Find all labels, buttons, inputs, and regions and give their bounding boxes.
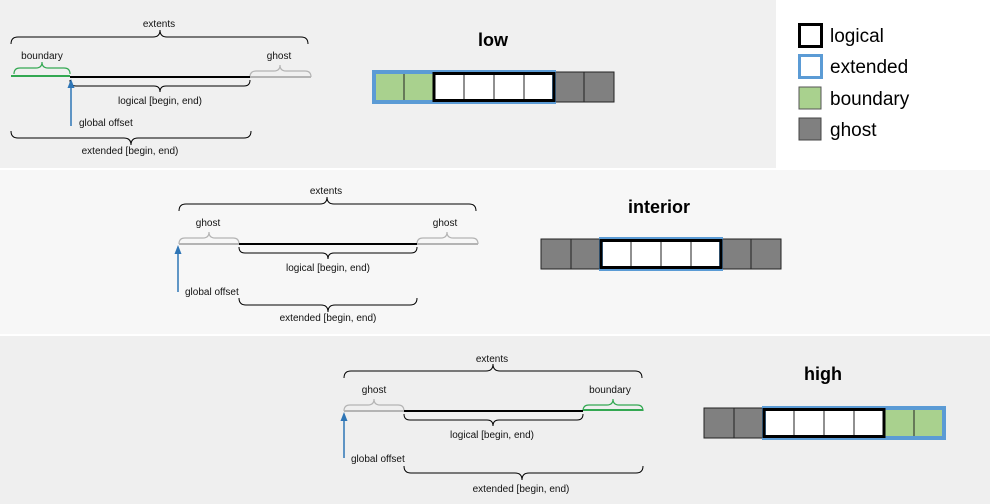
high-title: high (804, 364, 842, 384)
interior-panel: extents ghost ghost logical [begin, end)… (174, 186, 782, 324)
interior-logical-label: logical [begin, end) (286, 263, 370, 274)
low-logical-outline (432, 72, 556, 102)
high-extents-label: extents (476, 354, 508, 365)
low-boundary-brace (13, 61, 71, 75)
high-cell-logical (823, 407, 855, 439)
interior-right-ghost-label: ghost (433, 218, 458, 229)
low-panel: extents boundary ghost logical [begin, e… (10, 19, 615, 157)
high-cell-boundary (883, 407, 915, 439)
low-cell-ghost (583, 71, 615, 103)
interior-global-offset-arrowhead (174, 245, 182, 254)
high-boundary-brace (582, 398, 644, 412)
low-cell-boundary (403, 71, 435, 103)
legend-ghost-label: ghost (830, 120, 877, 141)
high-boundary-label: boundary (589, 385, 631, 396)
interior-cell-logical (600, 238, 632, 270)
low-cell-logical (433, 71, 465, 103)
high-cell-ghost (703, 407, 735, 439)
high-extended-label: extended [begin, end) (473, 484, 570, 495)
high-cell-boundary (913, 407, 945, 439)
low-cell-logical (523, 71, 555, 103)
interior-right-ghost-brace (416, 231, 479, 245)
legend-extended-swatch (798, 54, 823, 79)
interior-cell-logical (660, 238, 692, 270)
low-logical-brace (69, 79, 251, 93)
low-logical-label: logical [begin, end) (118, 96, 202, 107)
low-boundary-label: boundary (21, 51, 63, 62)
interior-cell-ghost (750, 238, 782, 270)
interior-left-ghost-brace (178, 231, 240, 245)
interior-extents-brace (178, 196, 477, 212)
low-cell-array (372, 70, 615, 104)
legend-ghost-swatch (798, 117, 822, 141)
high-global-offset-label: global offset (351, 454, 405, 465)
interior-cell-logical (630, 238, 662, 270)
interior-extended-brace (238, 297, 418, 313)
high-cell-ghost (733, 407, 765, 439)
high-ghost-brace (343, 398, 405, 412)
low-cell-logical (493, 71, 525, 103)
interior-title: interior (628, 197, 690, 217)
high-ghost-label: ghost (362, 385, 387, 396)
interior-cell-array (540, 237, 782, 271)
low-extents-label: extents (143, 19, 175, 30)
high-logical-brace (403, 413, 584, 427)
high-panel: extents ghost boundary logical [begin, e… (340, 354, 946, 495)
high-extents-brace (343, 363, 643, 379)
low-title: low (478, 30, 509, 50)
legend: logical extended boundary ghost (798, 23, 910, 141)
high-cell-array (703, 406, 946, 440)
interior-cell-ghost (720, 238, 752, 270)
interior-logical-brace (238, 246, 418, 260)
high-global-offset-arrowhead (340, 412, 348, 421)
low-ghost-brace (249, 64, 312, 78)
legend-logical-swatch (798, 23, 823, 48)
interior-cell-ghost (540, 238, 572, 270)
low-global-offset-label: global offset (79, 118, 133, 129)
interior-extended-label: extended [begin, end) (280, 313, 377, 324)
low-extended-label: extended [begin, end) (82, 146, 179, 157)
legend-boundary-label: boundary (830, 89, 910, 110)
interior-left-ghost-label: ghost (196, 218, 221, 229)
interior-cell-logical (690, 238, 722, 270)
high-logical-label: logical [begin, end) (450, 430, 534, 441)
interior-extents-label: extents (310, 186, 342, 197)
low-global-offset-arrowhead (67, 79, 75, 88)
high-cell-logical (763, 407, 795, 439)
interior-cell-ghost (570, 238, 602, 270)
low-cell-ghost (553, 71, 585, 103)
interior-global-offset-label: global offset (185, 287, 239, 298)
interior-logical-outline (599, 239, 723, 269)
high-cell-logical (793, 407, 825, 439)
low-cell-boundary (373, 71, 405, 103)
interior-panel-background (0, 170, 990, 334)
high-extended-brace (403, 465, 644, 481)
legend-logical-label: logical (830, 26, 884, 47)
legend-boundary-swatch (798, 86, 822, 110)
low-ghost-label: ghost (267, 51, 292, 62)
low-cell-logical (463, 71, 495, 103)
low-extended-brace (10, 130, 252, 146)
legend-extended-label: extended (830, 57, 908, 78)
high-cell-logical (853, 407, 885, 439)
high-logical-outline (762, 408, 886, 438)
low-extents-brace (10, 29, 309, 45)
